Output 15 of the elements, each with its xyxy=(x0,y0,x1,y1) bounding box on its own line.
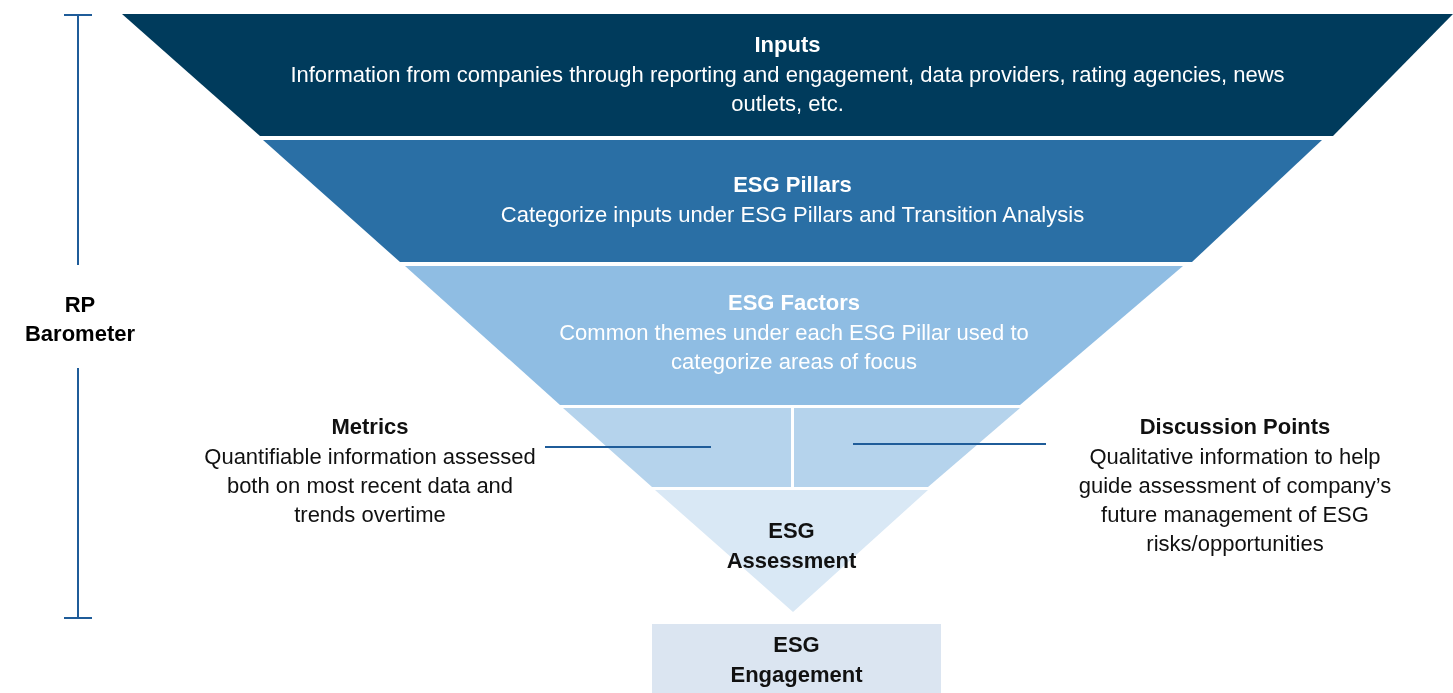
description: Qualitative information to help guide assessment of company’s future management of ESG risks/opportunities xyxy=(1077,443,1393,558)
description: Quantifiable information assessed both on most recent data and trends overtime xyxy=(203,443,537,529)
side-label: RP Barometer xyxy=(23,291,136,348)
heading: ESG Assessment xyxy=(725,517,858,575)
description: Common themes under each ESG Pillar used to categorize areas of focus xyxy=(558,319,1030,376)
heading: Metrics xyxy=(330,413,410,441)
heading: Inputs xyxy=(753,31,822,59)
heading: ESG Factors xyxy=(726,289,861,317)
description: Information from companies through reporting and engagement, data providers, rating agencies, news outlets, etc. xyxy=(289,61,1286,118)
heading: ESG Engagement xyxy=(729,631,864,689)
heading: ESG Pillars xyxy=(732,171,853,199)
leader-line xyxy=(852,443,1047,445)
heading: Discussion Points xyxy=(1138,413,1332,441)
leader-line xyxy=(544,446,712,448)
description: Categorize inputs under ESG Pillars and Transition Analysis xyxy=(499,201,1086,229)
